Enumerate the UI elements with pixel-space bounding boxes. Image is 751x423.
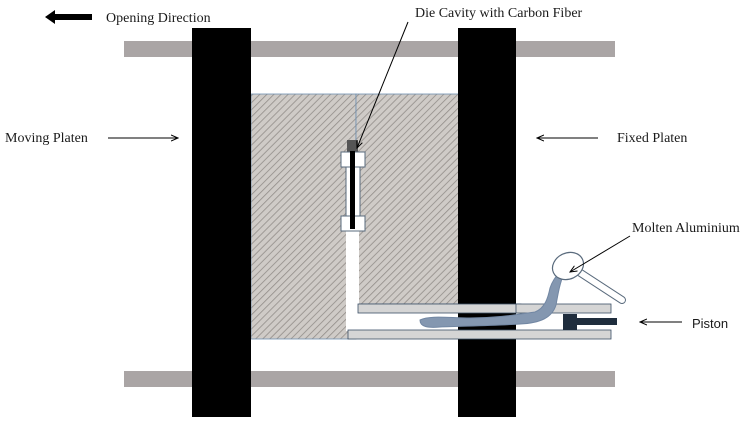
die-cavity-label: Die Cavity with Carbon Fiber — [415, 6, 583, 21]
shot-sleeve-lower — [347, 329, 612, 340]
molten-aluminium-label: Molten Aluminium — [632, 221, 740, 236]
tie-bar-top-left — [124, 41, 194, 57]
die-cavity-leader — [357, 21, 409, 148]
shot-sleeve-upper — [357, 303, 522, 314]
bold-left-arrow-icon — [45, 10, 92, 24]
tie-bar-bottom-right — [515, 371, 615, 387]
fixed-platen-label: Fixed Platen — [617, 131, 687, 146]
die-fixed-half — [355, 93, 460, 305]
tie-bar-top-middle — [250, 41, 460, 57]
ladle-icon — [551, 251, 626, 304]
tie-bar-bottom-middle — [250, 371, 460, 387]
opening-direction-label: Opening Direction — [106, 11, 211, 26]
piston — [563, 314, 617, 330]
shot-sleeve-upper-right — [515, 303, 612, 314]
molten-aluminium-arrow — [570, 235, 631, 272]
piston-label: Piston — [692, 316, 728, 331]
moving-platen — [192, 28, 251, 417]
moving-platen-label: Moving Platen — [5, 131, 88, 146]
tie-bar-bottom-left — [124, 371, 194, 387]
tie-bar-top-right — [515, 41, 615, 57]
carbon-fiber-rod — [350, 151, 355, 229]
die-moving-half — [250, 93, 357, 340]
die-cavity — [340, 140, 366, 232]
fixed-platen — [458, 28, 516, 417]
